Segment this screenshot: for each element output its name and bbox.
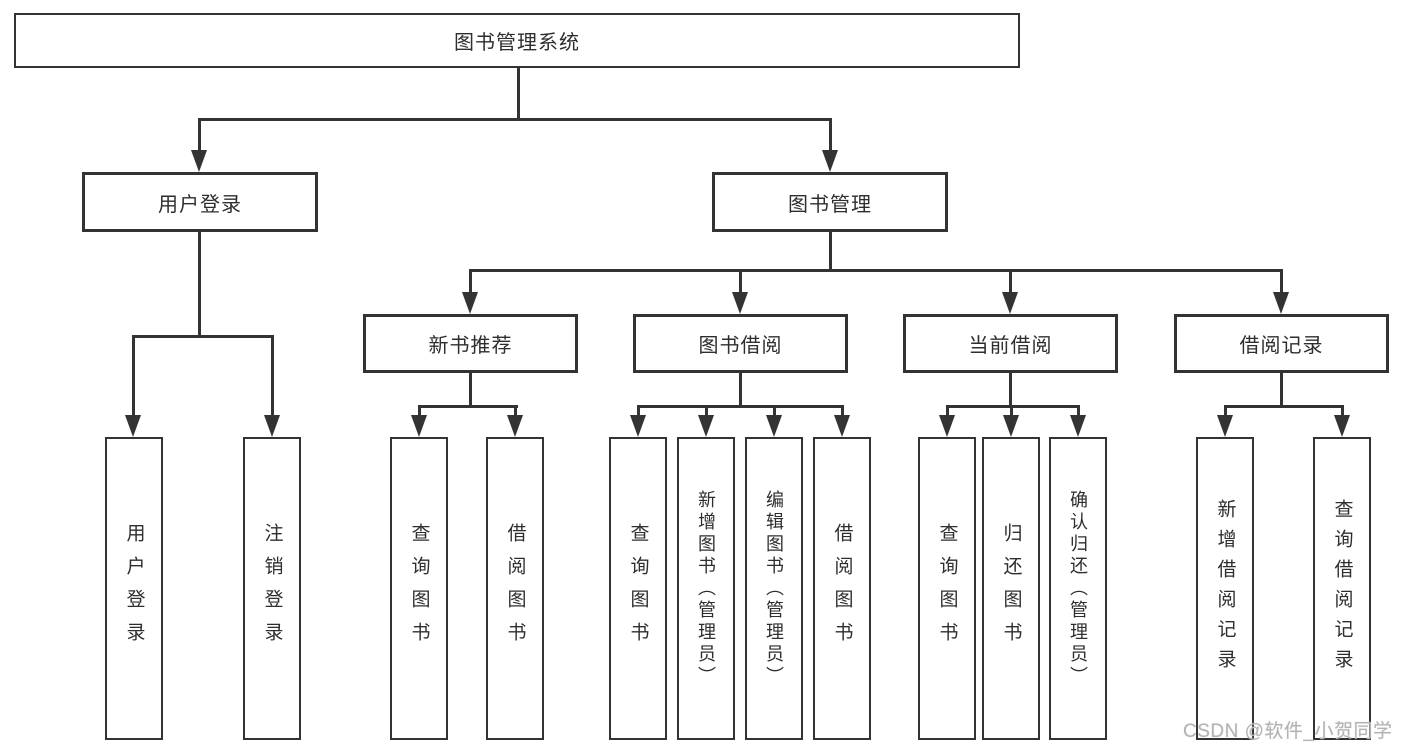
arrow-down-icon — [507, 415, 523, 437]
leaf-edit-books-admin-label: 编辑图书（管理员） — [764, 489, 784, 688]
connector-leaf-shaft — [514, 405, 517, 419]
connector-leaf-shaft — [1077, 405, 1080, 419]
arrow-down-icon — [1003, 415, 1019, 437]
arrow-down-icon — [125, 415, 141, 437]
arrow-down-icon — [766, 415, 782, 437]
connector-current-drop — [1009, 373, 1012, 407]
arrow-down-icon — [264, 415, 280, 437]
leaf-borrow-books-recommend-label: 借阅图书 — [504, 522, 526, 655]
connector-leaf-shaft — [132, 335, 135, 417]
leaf-borrow-books-recommend: 借阅图书 — [486, 437, 544, 740]
connector-leaf-shaft — [946, 405, 949, 419]
leaf-user-login-label: 用户登录 — [123, 522, 145, 655]
arrow-down-icon — [834, 415, 850, 437]
node-current-borrow: 当前借阅 — [903, 314, 1118, 373]
leaf-add-books-admin: 新增图书（管理员） — [677, 437, 735, 740]
node-book-borrow-label: 图书借阅 — [698, 335, 783, 357]
node-book-management: 图书管理 — [712, 172, 948, 232]
node-root-system: 图书管理系统 — [14, 13, 1020, 68]
connector-l3-shaft — [1280, 269, 1283, 294]
connector-book-mgmt-drop — [829, 232, 832, 272]
arrow-down-icon — [698, 415, 714, 437]
arrow-down-icon — [1334, 415, 1350, 437]
connector-root-hline — [198, 118, 832, 121]
leaf-edit-books-admin: 编辑图书（管理员） — [745, 437, 803, 740]
node-borrow-record: 借阅记录 — [1174, 314, 1389, 373]
node-root-label: 图书管理系统 — [454, 32, 580, 54]
connector-current-hline — [946, 405, 1080, 408]
connector-book-mgmt-shaft — [829, 118, 832, 152]
connector-record-hline — [1224, 405, 1344, 408]
connector-borrow-hline — [637, 405, 844, 408]
connector-leaf-shaft — [1341, 405, 1344, 419]
leaf-query-borrow-record-label: 查询借阅记录 — [1331, 498, 1353, 679]
csdn-watermark: CSDN @软件_小贺同学 — [1183, 721, 1393, 742]
node-user-login-label: 用户登录 — [158, 193, 242, 216]
arrow-down-icon — [630, 415, 646, 437]
connector-record-drop — [1280, 373, 1283, 407]
leaf-query-books-recommend-label: 查询图书 — [408, 522, 430, 655]
node-user-login: 用户登录 — [82, 172, 318, 232]
leaf-query-books-recommend: 查询图书 — [390, 437, 448, 740]
connector-leaf-shaft — [841, 405, 844, 419]
connector-user-login-hline — [132, 335, 274, 338]
leaf-confirm-return-admin: 确认归还（管理员） — [1049, 437, 1107, 740]
leaf-logout-label: 注销登录 — [261, 522, 283, 655]
node-new-book-recommend: 新书推荐 — [363, 314, 578, 373]
leaf-add-borrow-record-label: 新增借阅记录 — [1214, 498, 1236, 679]
leaf-confirm-return-admin-label: 确认归还（管理员） — [1068, 489, 1088, 688]
leaf-add-borrow-record: 新增借阅记录 — [1196, 437, 1254, 740]
connector-book-mgmt-hline — [469, 269, 1283, 272]
connector-leaf-shaft — [637, 405, 640, 419]
arrow-down-icon — [1217, 415, 1233, 437]
arrow-down-icon — [411, 415, 427, 437]
leaf-query-books-current: 查询图书 — [918, 437, 976, 740]
leaf-borrow-books: 借阅图书 — [813, 437, 871, 740]
arrow-down-icon — [462, 292, 478, 314]
connector-recommend-drop — [469, 373, 472, 407]
node-book-management-label: 图书管理 — [788, 193, 872, 216]
node-book-borrow: 图书借阅 — [633, 314, 848, 373]
arrow-down-icon — [1002, 292, 1018, 314]
arrow-down-icon — [732, 292, 748, 314]
arrow-down-icon — [939, 415, 955, 437]
connector-leaf-shaft — [418, 405, 421, 419]
arrow-down-icon — [822, 150, 838, 172]
connector-user-login-drop — [198, 232, 201, 338]
connector-leaf-shaft — [1010, 405, 1013, 419]
arrow-down-icon — [191, 150, 207, 172]
connector-l3-shaft — [1009, 269, 1012, 294]
connector-leaf-shaft — [773, 405, 776, 419]
connector-recommend-hline — [418, 405, 518, 408]
connector-leaf-shaft — [705, 405, 708, 419]
leaf-user-login: 用户登录 — [105, 437, 163, 740]
leaf-return-books-label: 归还图书 — [1000, 522, 1022, 655]
arrow-down-icon — [1070, 415, 1086, 437]
connector-root-drop — [517, 68, 520, 120]
leaf-query-books-borrow: 查询图书 — [609, 437, 667, 740]
connector-borrow-drop — [739, 373, 742, 407]
leaf-query-books-current-label: 查询图书 — [936, 522, 958, 655]
leaf-logout: 注销登录 — [243, 437, 301, 740]
connector-leaf-shaft — [271, 335, 274, 417]
node-new-book-recommend-label: 新书推荐 — [428, 335, 513, 357]
connector-l3-shaft — [739, 269, 742, 294]
node-borrow-record-label: 借阅记录 — [1239, 335, 1324, 357]
leaf-query-borrow-record: 查询借阅记录 — [1313, 437, 1371, 740]
leaf-add-books-admin-label: 新增图书（管理员） — [696, 489, 716, 688]
connector-user-login-shaft — [198, 118, 201, 152]
leaf-query-books-borrow-label: 查询图书 — [627, 522, 649, 655]
connector-l3-shaft — [469, 269, 472, 294]
arrow-down-icon — [1273, 292, 1289, 314]
leaf-borrow-books-label: 借阅图书 — [831, 522, 853, 655]
node-current-borrow-label: 当前借阅 — [968, 335, 1053, 357]
leaf-return-books: 归还图书 — [982, 437, 1040, 740]
connector-leaf-shaft — [1224, 405, 1227, 419]
